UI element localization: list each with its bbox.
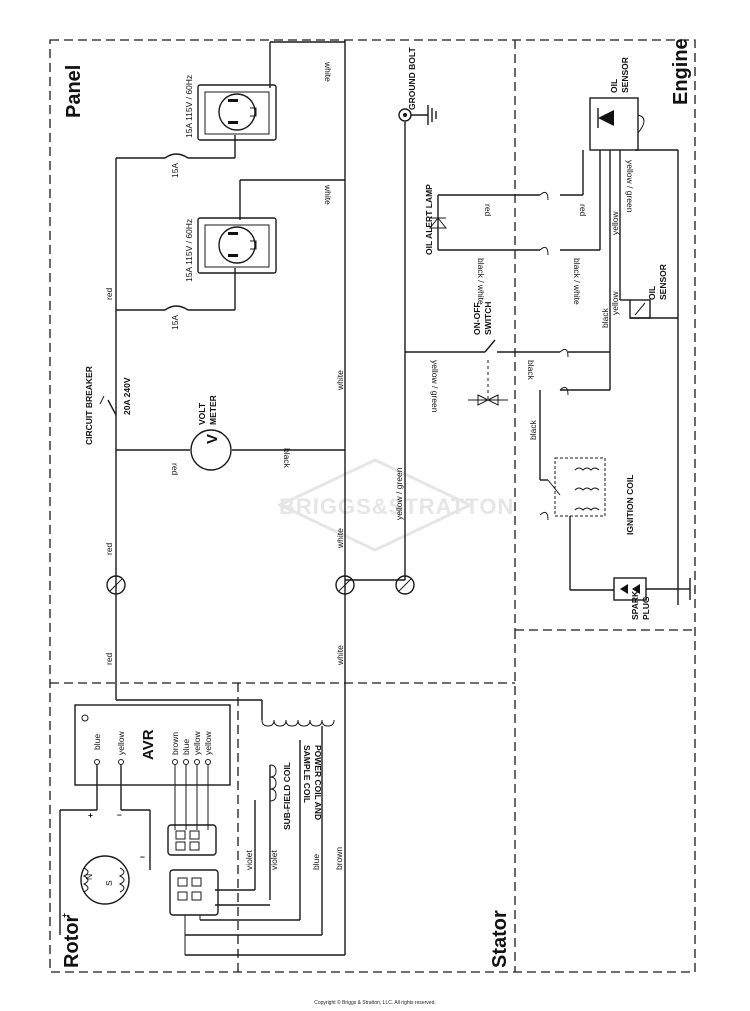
- volt-meter-symbol: V: [204, 434, 221, 444]
- wire-label-blue-stator: blue: [311, 854, 321, 870]
- engine-wiring: [539, 149, 679, 605]
- terminal-ground: [395, 575, 415, 595]
- terminal-red: [106, 575, 126, 595]
- rotor-plus: +: [88, 810, 93, 820]
- wire-label-violet-1: violet: [244, 850, 254, 870]
- oil-sensor-label-2: SENSOR: [620, 57, 630, 93]
- wire-label-red-3: red: [104, 652, 114, 665]
- panel-wiring: [115, 40, 485, 700]
- rotor-minus-2: −: [140, 852, 145, 862]
- oil-alert-lamp: OIL ALERT LAMP red black / white: [424, 184, 540, 305]
- avr-label: AVR: [140, 729, 157, 760]
- sub-field-coil-label: SUB-FIELD COIL: [282, 762, 292, 830]
- rotor-pole-s: S: [104, 880, 114, 886]
- wire-label-bw-lamp: black / white: [476, 258, 486, 305]
- copyright-notice: Copyright © Briggs & Stratton, LLC. All …: [314, 1000, 436, 1006]
- oil-sensor-switch-label-2: SENSOR: [658, 264, 668, 300]
- volt-meter-label-2: METER: [208, 395, 218, 425]
- avr-terminal-yellow: yellow: [116, 731, 126, 755]
- volt-meter: V VOLT METER: [190, 395, 232, 471]
- oil-sensor-switch-label-1: OIL: [647, 286, 657, 300]
- spark-plug-label-2: PLUG: [641, 596, 651, 620]
- switch-label-2: SWITCH: [483, 301, 493, 335]
- avr-terminal-yellow-2: yellow: [192, 731, 202, 755]
- outlet-upper-rating: 15A 115V / 60Hz: [184, 75, 194, 138]
- oil-sensor-switch: OIL SENSOR yellow black black: [528, 264, 668, 440]
- wire-label-white-3: white: [335, 370, 345, 391]
- wire-label-red-vm: red: [170, 463, 180, 476]
- circuit-breaker-rating: 20A 240V: [122, 377, 132, 415]
- watermark-text: BRIGGS&STRATTON: [279, 494, 514, 519]
- wire-label-violet-2: violet: [269, 850, 279, 870]
- switch-label-1: ON-OFF: [472, 302, 482, 335]
- wire-label-white-4: white: [335, 528, 345, 549]
- section-title-stator: Stator: [489, 910, 511, 968]
- oil-alert-lamp-label: OIL ALERT LAMP: [424, 184, 434, 255]
- ground-bolt: GROUND BOLT: [398, 47, 437, 125]
- avr-terminal-brown: brown: [170, 732, 180, 755]
- stator-labels: POWER COIL AND SAMPLE COIL SUB-FIELD COI…: [244, 745, 344, 870]
- wire-label-yellow-green-2: yellow / green: [430, 360, 440, 413]
- wire-label-red-1: red: [104, 287, 114, 300]
- sample-coil-label: SAMPLE COIL: [302, 745, 312, 803]
- section-borders: [49, 39, 696, 973]
- fuse-upper-rating: 15A: [170, 163, 180, 178]
- wire-label-black-switch: black: [526, 360, 536, 381]
- ground-bolt-label: GROUND BOLT: [407, 47, 417, 110]
- section-title-rotor: Rotor: [61, 914, 83, 968]
- oil-sensor-module: OIL SENSOR yellow / green red black / wh…: [572, 57, 645, 305]
- fuse-lower: 15A: [164, 305, 189, 330]
- wire-label-red-sensor: red: [578, 204, 588, 217]
- section-title-engine: Engine: [670, 38, 692, 105]
- wire-label-yellow-sensor: yellow: [610, 211, 620, 235]
- wire-label-white-2: white: [323, 184, 333, 205]
- rotor-pole-n: N: [84, 874, 94, 880]
- outer-border: [49, 39, 696, 973]
- brand-watermark: BRIGGS&STRATTON: [276, 458, 514, 552]
- avr-terminal-yellow-3: yellow: [203, 731, 213, 755]
- wire-label-red-2: red: [104, 542, 114, 555]
- wire-label-white-1: white: [323, 61, 333, 82]
- fuse-upper: 15A: [164, 153, 189, 178]
- outlet-lower-rating: 15A 115V / 60Hz: [184, 219, 194, 282]
- section-title-panel: Panel: [63, 65, 85, 118]
- avr-module: AVR blue yellow brown blue yellow yellow: [74, 704, 231, 830]
- avr-terminal-blue: blue: [92, 734, 102, 750]
- wire-label-black-vm: black: [282, 448, 292, 469]
- fuse-lower-rating: 15A: [170, 315, 180, 330]
- wire-label-yellow-green-1: yellow / green: [394, 467, 404, 520]
- volt-meter-label-1: VOLT: [197, 402, 207, 425]
- panel-wire-labels: white white red white red black yellow /…: [104, 61, 404, 666]
- power-coil-label: POWER COIL AND: [313, 745, 323, 820]
- spark-plug: SPARK PLUG: [613, 577, 691, 620]
- circuit-breaker: CIRCUIT BREAKER 20A 240V: [84, 366, 132, 445]
- wire-label-black-engine: black: [600, 307, 610, 328]
- stator-wiring: [116, 699, 346, 956]
- oil-sensor-label-1: OIL: [609, 79, 619, 93]
- circuit-breaker-label: CIRCUIT BREAKER: [84, 366, 94, 445]
- wire-label-white-5: white: [335, 645, 345, 666]
- wire-label-yellow-2: yellow: [610, 291, 620, 315]
- stator-connectors: [167, 824, 219, 955]
- terminal-connectors: [106, 575, 415, 595]
- spark-plug-label-1: SPARK: [630, 590, 640, 620]
- ignition-coil: IGNITION COIL: [539, 457, 635, 591]
- wire-label-yg-sensor: yellow / green: [625, 160, 635, 213]
- ignition-coil-label: IGNITION COIL: [625, 475, 635, 535]
- wire-label-red-lamp: red: [483, 204, 493, 217]
- outlet-lower: 15A 115V / 60Hz: [184, 217, 277, 282]
- rotor-plus-2: +: [62, 910, 67, 920]
- rotor-minus: −: [117, 810, 122, 820]
- outlet-upper: 15A 115V / 60Hz: [184, 75, 277, 141]
- wire-label-bw-sensor: black / white: [572, 258, 582, 305]
- avr-terminal-blue-2: blue: [181, 739, 191, 755]
- on-off-switch: ON-OFF SWITCH yellow / green black: [430, 301, 560, 413]
- wire-label-brown-stator: brown: [334, 847, 344, 870]
- rotor: N S + − + −: [59, 765, 151, 935]
- wire-label-black-ign: black: [528, 419, 538, 440]
- terminal-white: [335, 575, 355, 595]
